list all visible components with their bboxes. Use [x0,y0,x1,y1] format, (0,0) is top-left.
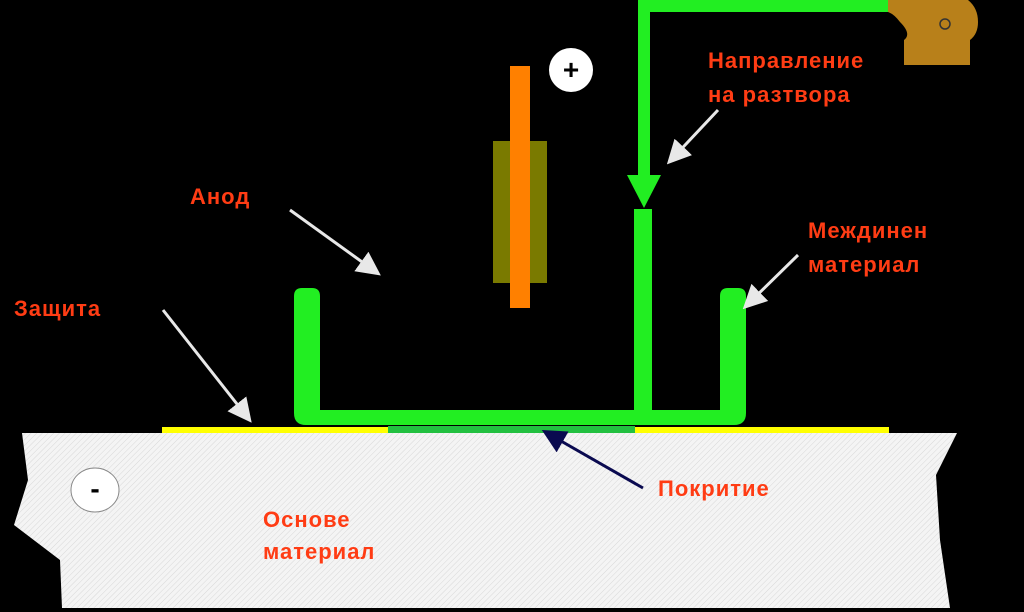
pump-icon [888,0,978,65]
coating-layer [388,426,635,433]
intermediate-pointer-arrow [742,253,800,310]
label-intermediate-1: Междинен [808,218,929,243]
label-flow-1: Направление [708,48,865,73]
label-coating: Покритие [658,476,770,501]
supply-pipe-horizontal [638,0,898,12]
flow-arrow-head [627,175,661,208]
protection-left [162,427,388,433]
label-base-1: Основе [263,507,351,532]
protection-right [635,427,889,433]
plus-terminal [549,48,593,92]
base-material [14,433,957,608]
plus-sign: + [562,54,580,85]
label-protection: Защита [14,296,102,321]
anode-pointer-arrow [289,208,381,276]
pump-shaft [939,18,951,30]
anode [510,66,530,308]
minus-sign: - [90,473,100,504]
coating-pointer-arrow [541,430,644,490]
nozzle [634,209,652,411]
flow-pointer-arrow [666,108,720,165]
tool-body [294,288,746,425]
label-flow-2: на разтвора [708,82,851,107]
supply-pipe-vertical [638,0,650,176]
protection-pointer-arrow [161,309,252,423]
label-anode: Анод [190,184,251,209]
label-base-2: материал [263,539,376,564]
label-intermediate-2: материал [808,252,921,277]
minus-terminal [70,467,120,513]
